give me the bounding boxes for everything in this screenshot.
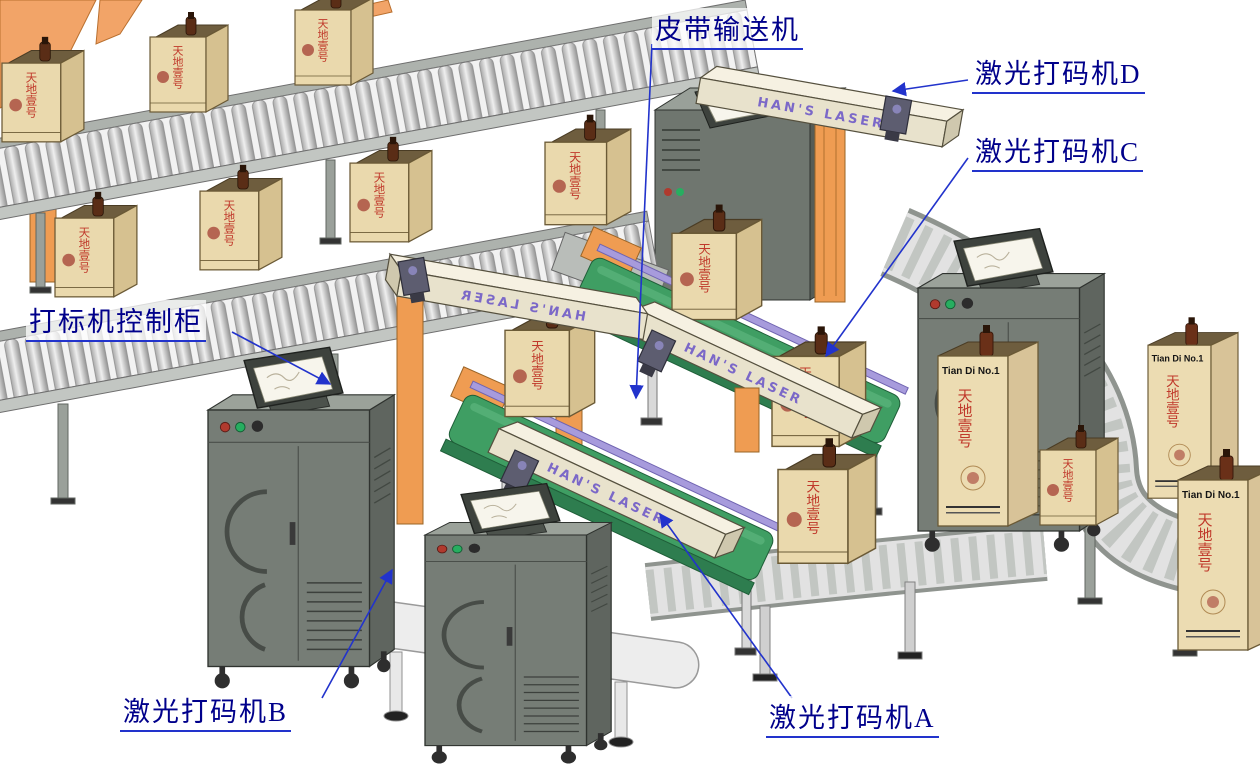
control-cabinet-center [425,484,611,764]
leader-laser-d [891,79,969,97]
orange-stand-column [734,387,760,453]
leader-laser-b [321,568,393,699]
leader-control-cabinet [231,331,332,385]
leader-laser-c [825,157,969,358]
carton-box [544,114,632,226]
callout-marker-control-cabinet: 打标机控制柜 [26,300,206,342]
callout-leader-lines [231,43,969,699]
branded-carton-box [1177,448,1260,651]
leader-laser-a [659,512,793,699]
callout-laser-coder-c: 激光打码机C [972,130,1144,172]
callout-laser-coder-a: 激光打码机A [766,696,939,738]
bottom-roller-conveyor [644,523,1048,682]
callout-laser-coder-b: 激光打码机B [120,690,292,732]
leader-belt-conveyor [629,43,653,400]
orange-stand-column [814,111,846,303]
carton-box [149,11,229,113]
callout-laser-coder-d: 激光打码机D [972,52,1145,94]
branded-carton-box [937,324,1039,527]
orange-stand-column [396,295,424,525]
control-cabinet-left [208,347,394,688]
carton-box [54,191,138,298]
carton-box [294,0,374,86]
callout-belt-conveyor: 皮带输送机 [652,8,803,50]
carton-box [777,437,877,564]
